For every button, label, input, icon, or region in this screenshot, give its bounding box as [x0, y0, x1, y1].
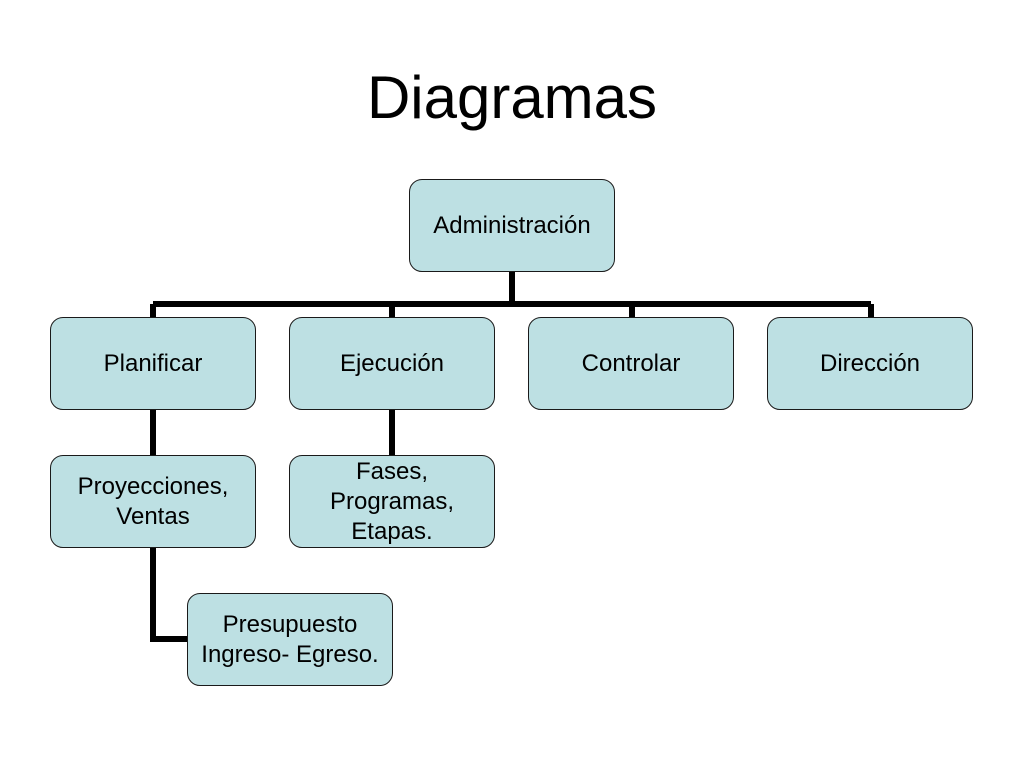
connector-proyecciones-to-presupuesto	[150, 548, 188, 642]
node-fases-programas-etapas: Fases, Programas, Etapas.	[289, 455, 495, 548]
node-label: Presupuesto Ingreso- Egreso.	[201, 610, 379, 668]
node-ejecucion: Ejecución	[289, 317, 495, 410]
node-label: Fases, Programas, Etapas.	[329, 457, 455, 545]
node-presupuesto: Presupuesto Ingreso- Egreso.	[187, 593, 393, 686]
node-administracion: Administración	[409, 179, 615, 272]
node-label: Administración	[433, 211, 591, 239]
node-label: Planificar	[103, 349, 203, 377]
node-proyecciones-ventas: Proyecciones, Ventas	[50, 455, 256, 548]
slide-title: Diagramas	[366, 64, 658, 131]
node-label: Controlar	[581, 349, 681, 377]
node-controlar: Controlar	[528, 317, 734, 410]
node-direccion: Dirección	[767, 317, 973, 410]
node-label: Proyecciones, Ventas	[77, 472, 229, 530]
node-label: Ejecución	[339, 349, 445, 377]
node-label: Dirección	[819, 349, 921, 377]
node-planificar: Planificar	[50, 317, 256, 410]
